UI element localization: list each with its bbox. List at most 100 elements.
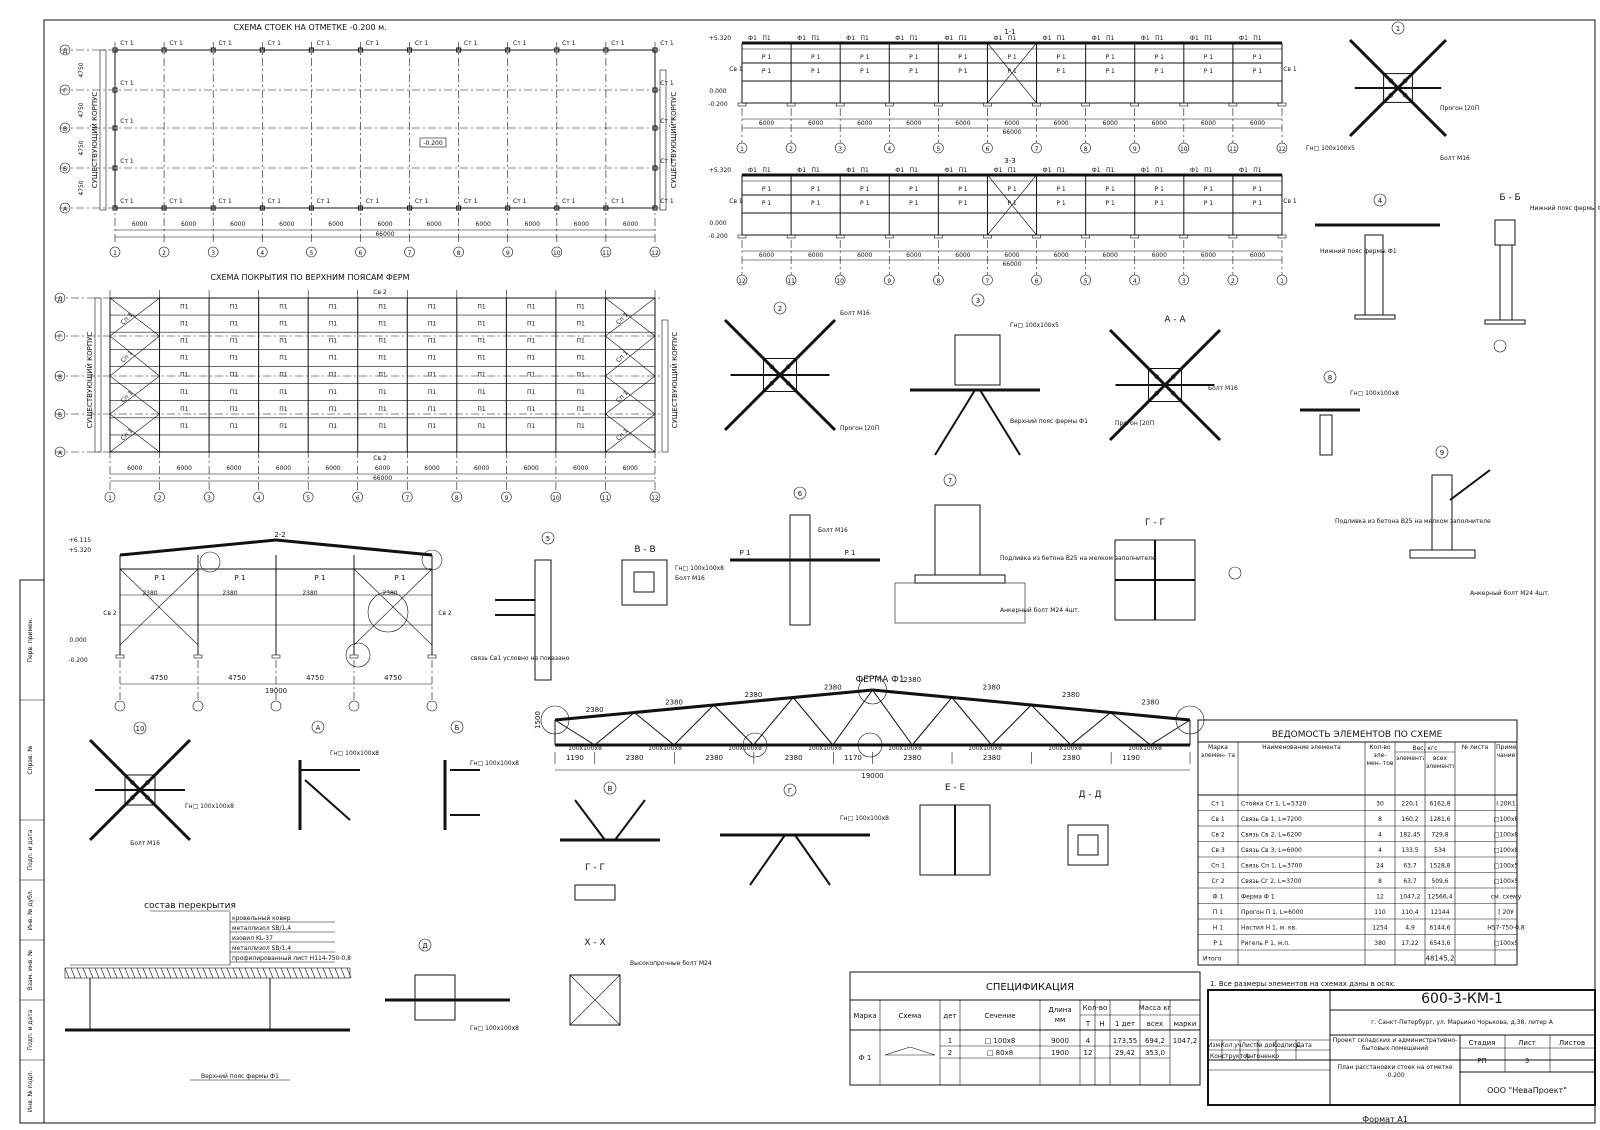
purlin-label: П1: [329, 389, 338, 396]
vedomost-cell: 182,45: [1400, 832, 1421, 839]
axis-bubble: [348, 700, 360, 712]
bay-dim: 6000: [623, 221, 638, 228]
vedomost-cell: 1254: [1372, 925, 1387, 932]
vedomost-cell: 63,7: [1403, 878, 1417, 885]
purlin-label: П1: [378, 337, 387, 344]
callout: Гн□ 100х100х8: [470, 1025, 519, 1032]
stamp-constructor-label: Конструктор: [1210, 1053, 1251, 1060]
axis-bubble: [54, 446, 66, 458]
spec-cell: 353,0: [1145, 1049, 1165, 1057]
web: [753, 697, 794, 746]
bay-dim: 6000: [955, 252, 970, 259]
callout: Гн□ 100х100х8: [1350, 390, 1399, 397]
rail-label: Р 1: [909, 200, 919, 207]
rail-label: Р 1: [762, 54, 772, 61]
column-mark: [112, 87, 118, 93]
column-label: Ст 1: [268, 40, 282, 47]
callout: Прогон [20П: [840, 425, 879, 432]
detail-number: В: [608, 785, 613, 793]
axis-number: 12: [738, 278, 746, 285]
vedomost-cell: 8: [1378, 816, 1382, 823]
callout: Гн□ 100х100х8: [675, 565, 724, 572]
vedomost-header: Марка элемен- та: [1201, 744, 1235, 759]
spec-header: Схема: [899, 1012, 922, 1020]
bay-dim: 6000: [127, 465, 142, 472]
detail-number: А: [316, 724, 321, 732]
axis-number: 9: [506, 250, 510, 257]
vedomost-cell: I 20К1: [1496, 801, 1516, 808]
rail-label: Р 1: [860, 200, 870, 207]
stamp-header: Лист: [1241, 1042, 1257, 1049]
vedomost-total: 48145,2: [1426, 955, 1455, 963]
purlin-label: П1: [577, 320, 586, 327]
vedomost-cell: 12144: [1430, 909, 1449, 916]
detail-number: 5: [546, 535, 550, 543]
vedomost-cell: Сп 1: [1211, 863, 1225, 870]
axis-number: 12: [651, 250, 659, 257]
purlin-label: П1: [1008, 35, 1017, 42]
stamp-stage-label: Стадия: [1469, 1039, 1496, 1047]
truss-top-dim: 2380: [1062, 691, 1080, 699]
truss-label: Ф1: [944, 35, 953, 42]
base: [1130, 102, 1140, 107]
axis-bubble: [253, 491, 264, 503]
rail-label: Р 1: [1204, 68, 1214, 75]
rail-label: Р 1: [958, 200, 968, 207]
purlin-label: П1: [1106, 35, 1115, 42]
chord-section: 100х100х8: [968, 745, 1002, 752]
vedomost-header: Приме- чание: [1496, 744, 1516, 759]
base: [349, 654, 359, 659]
stamp-header: Изм.: [1208, 1042, 1222, 1049]
axis-bubble: [352, 491, 364, 503]
purlin-label: П1: [230, 337, 239, 344]
purlin-label: П1: [279, 320, 288, 327]
span-dim: 4750: [78, 180, 85, 195]
axis-bubble: [785, 274, 797, 286]
detail-number: 9: [1440, 449, 1444, 457]
web: [792, 697, 834, 746]
spec-cell: 9000: [1051, 1037, 1069, 1045]
bay-dim: 6000: [226, 465, 241, 472]
axis-number: 3: [1182, 278, 1186, 285]
brace: [109, 297, 160, 337]
axis-number: 1: [108, 495, 112, 502]
column-label: Ст 1: [562, 198, 576, 205]
purlin-label: П1: [762, 35, 771, 42]
axis-number: 11: [787, 278, 795, 285]
bay-dim: 6000: [375, 465, 390, 472]
callout: Гн□ 100х100х8: [840, 815, 889, 822]
truss-label: Ф1: [895, 35, 904, 42]
vedomost-cell: 1528,8: [1430, 863, 1451, 870]
rail-label: Р 1: [1155, 186, 1165, 193]
truss-dim: 1190: [1122, 754, 1140, 762]
axis-bubble: [104, 491, 116, 503]
elev-mark: -0.200: [708, 101, 728, 108]
purlin-label: П1: [428, 423, 437, 430]
truss-top-dim: 2380: [1141, 699, 1159, 707]
vedomost-cell: Прогон П 1, L=6000: [1241, 909, 1304, 916]
callout: Подливка из бетона В25 на мелком заполни…: [1000, 555, 1156, 562]
column-mark: [554, 205, 560, 211]
detail-8: 8Гн□ 100х100х8: [1300, 370, 1399, 456]
base: [1228, 234, 1238, 239]
callout: связь Св1 условно не показано: [471, 655, 570, 662]
purlin-label: П1: [577, 303, 586, 310]
purlin-label: П1: [279, 372, 288, 379]
spec-cell: 1: [948, 1037, 952, 1045]
existing-building-label: СУЩЕСТВУЮЩИЙ КОРПУС: [85, 332, 94, 429]
rail-label: Р 1: [1106, 200, 1116, 207]
column-label: Ст 1: [611, 198, 625, 205]
rail-label: Р 1: [1007, 54, 1017, 61]
column-label: Ст 1: [169, 198, 183, 205]
bay-dim: 6000: [1152, 120, 1167, 127]
axis-bubble: [600, 246, 612, 258]
column-label: Ст 1: [464, 40, 478, 47]
stamp-sheet-label: Лист: [1518, 1039, 1536, 1047]
column-label: Ст 1: [120, 158, 134, 165]
web: [911, 697, 953, 746]
purlin-label: П1: [1253, 35, 1262, 42]
bay-dim: 6000: [325, 465, 340, 472]
bay-dim: 6000: [276, 465, 291, 472]
rail-label: Р 1: [1155, 54, 1165, 61]
